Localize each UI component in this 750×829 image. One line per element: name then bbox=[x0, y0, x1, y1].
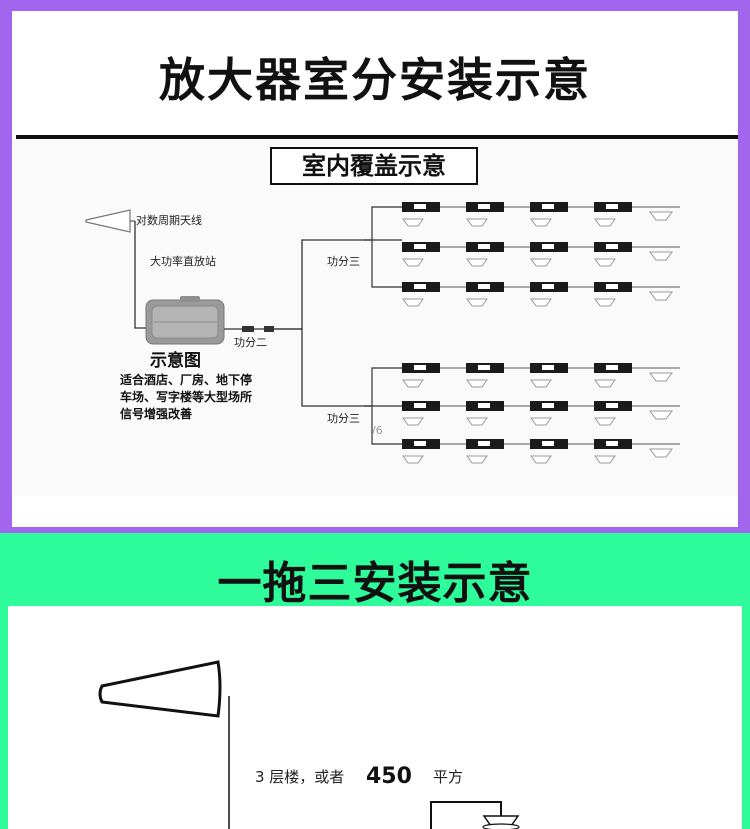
coverage-diagram-svg bbox=[85, 202, 680, 464]
area-unit: 平方 bbox=[433, 768, 464, 786]
splitter2-label: 功分二 bbox=[234, 336, 267, 349]
note-line: 车场、写字楼等大型场所 bbox=[120, 390, 253, 404]
note-line: 信号增强改善 bbox=[120, 407, 193, 421]
bottom-row-1 bbox=[402, 363, 680, 388]
section-one-to-three-panel bbox=[8, 606, 742, 829]
page-marker: /6 bbox=[372, 424, 383, 437]
area-value: 450 bbox=[366, 764, 412, 789]
repeater-icon bbox=[145, 296, 225, 345]
divider bbox=[16, 135, 738, 139]
top-row-1 bbox=[402, 202, 680, 227]
top-row-2 bbox=[402, 242, 680, 267]
log-periodic-antenna-icon bbox=[98, 660, 222, 718]
antenna-label: 对数周期天线 bbox=[136, 214, 202, 227]
log-periodic-antenna-icon bbox=[85, 209, 135, 233]
coverage-diagram bbox=[12, 140, 738, 496]
application-notes: 适合酒店、厂房、地下停 车场、写字楼等大型场所 信号增强改善 bbox=[120, 372, 290, 423]
repeater-label: 大功率直放站 bbox=[150, 255, 216, 268]
diagram-caption: 室内覆盖示意 bbox=[270, 147, 478, 185]
diagram-label: 示意图 bbox=[150, 351, 201, 371]
floors-text: 3 层楼，或者 bbox=[255, 768, 345, 786]
splitter3-top-label: 功分三 bbox=[327, 255, 360, 268]
one-to-three-diagram bbox=[98, 660, 520, 829]
section-title-2: 一拖三安装示意 bbox=[217, 558, 533, 609]
top-row-3 bbox=[402, 282, 680, 307]
bottom-row-3 bbox=[402, 439, 680, 464]
ceiling-antenna-icon bbox=[482, 815, 520, 829]
splitter3-bottom-label: 功分三 bbox=[327, 412, 360, 425]
note-line: 适合酒店、厂房、地下停 bbox=[120, 373, 253, 387]
bottom-row-2 bbox=[402, 401, 680, 426]
section-title: 放大器室分安装示意 bbox=[159, 53, 591, 107]
